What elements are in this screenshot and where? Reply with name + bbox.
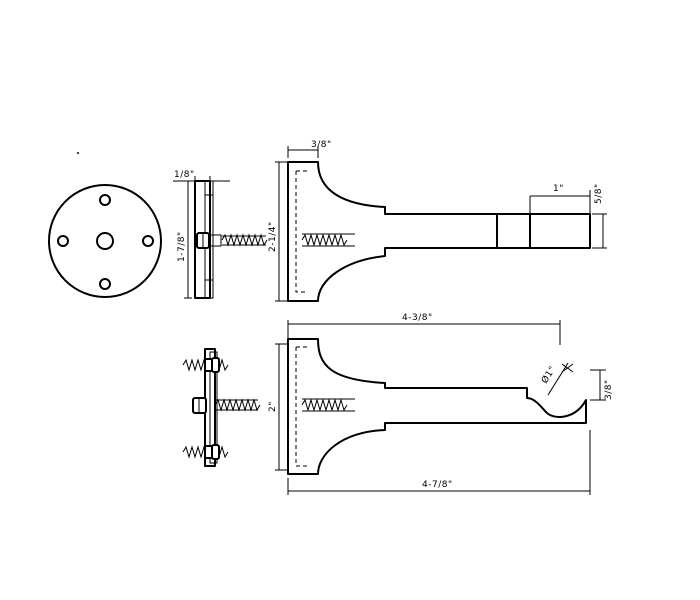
stray-mark [77, 152, 79, 154]
dim-plate-height: 1-7/8" [177, 180, 192, 299]
dim-plate-thickness-label: 1/8" [174, 170, 195, 180]
dim-tip-height: 5/8" [592, 183, 607, 249]
dim-body-height-bottom: 2" [268, 343, 288, 471]
mounting-plate-side-view-bottom [182, 348, 261, 467]
mounting-plate-side-view [194, 180, 268, 299]
dim-plate-height-label: 1-7/8" [177, 231, 187, 262]
dim-tip-length: 1" [529, 184, 591, 214]
dim-plate-thickness: 1/8" [173, 170, 230, 186]
bracket-side-view [287, 338, 587, 475]
dim-tip-length-label: 1" [553, 184, 564, 194]
dim-cradle-height-label: 3/8" [604, 379, 614, 400]
dim-body-height-top: 2-1/4" [268, 161, 288, 302]
dim-reach-inner-label: 4-3/8" [402, 313, 433, 323]
bracket-top-view [287, 161, 591, 302]
dim-cradle-diameter: Ø1" [539, 362, 574, 396]
dim-reach-overall-label: 4-7/8" [422, 480, 453, 490]
dim-cradle-height: 3/8" [590, 369, 614, 401]
mounting-plate-front-view [48, 184, 162, 298]
dim-body-height-top-label: 2-1/4" [268, 221, 278, 252]
dim-tip-height-label: 5/8" [594, 183, 604, 204]
dim-reach-inner: 4-3/8" [287, 313, 561, 345]
dim-flange-depth: 3/8" [287, 140, 332, 158]
dim-flange-depth-label: 3/8" [311, 140, 332, 150]
dim-reach-overall: 4-7/8" [287, 430, 591, 495]
dim-body-height-bottom-label: 2" [268, 401, 278, 412]
